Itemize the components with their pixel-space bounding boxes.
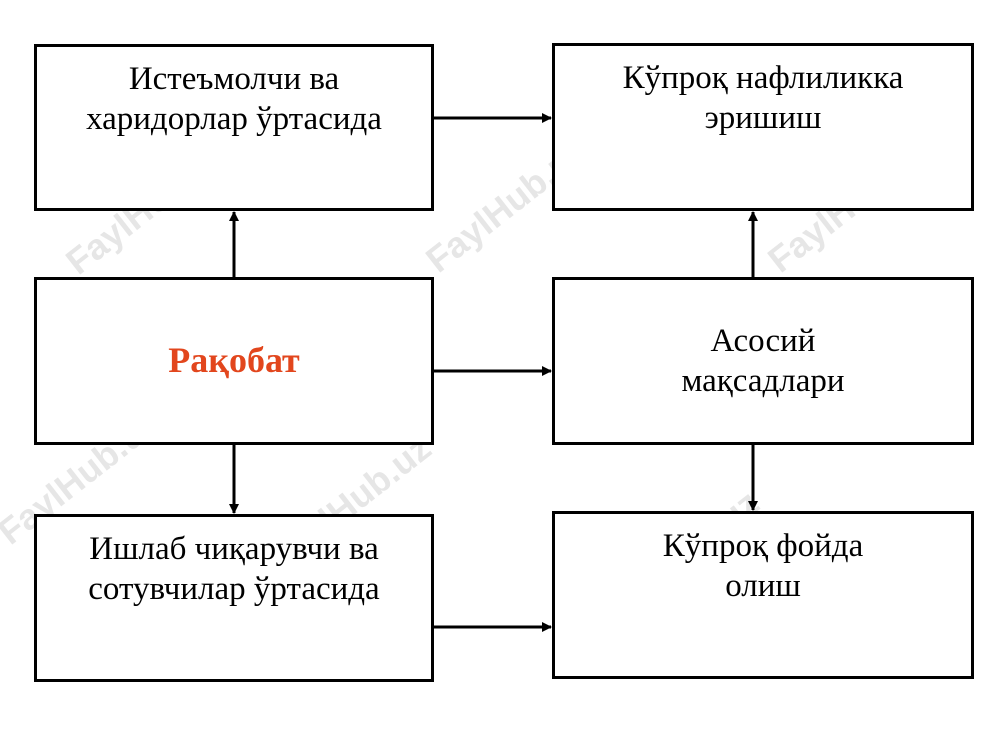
- node-consumers-buyers-label: Истеъмолчи ва харидорлар ўртасида: [86, 61, 382, 138]
- node-competition-label: Рақобат: [168, 340, 300, 381]
- node-producers-sellers: Ишлаб чиқарувчи ва сотувчилар ўртасида: [34, 514, 434, 682]
- node-producers-sellers-label: Ишлаб чиқарувчи ва сотувчилар ўртасида: [88, 531, 380, 608]
- node-more-profit-label: Кўпроқ фойда олиш: [662, 528, 864, 605]
- node-main-goals: Асосий мақсадлари: [552, 277, 974, 445]
- node-more-utility-label: Кўпроқ нафлиликка эришиш: [622, 60, 904, 137]
- node-more-profit: Кўпроқ фойда олиш: [552, 511, 974, 679]
- node-main-goals-label: Асосий мақсадлари: [681, 322, 845, 399]
- node-more-utility: Кўпроқ нафлиликка эришиш: [552, 43, 974, 211]
- node-consumers-buyers: Истеъмолчи ва харидорлар ўртасида: [34, 44, 434, 211]
- node-competition: Рақобат: [34, 277, 434, 445]
